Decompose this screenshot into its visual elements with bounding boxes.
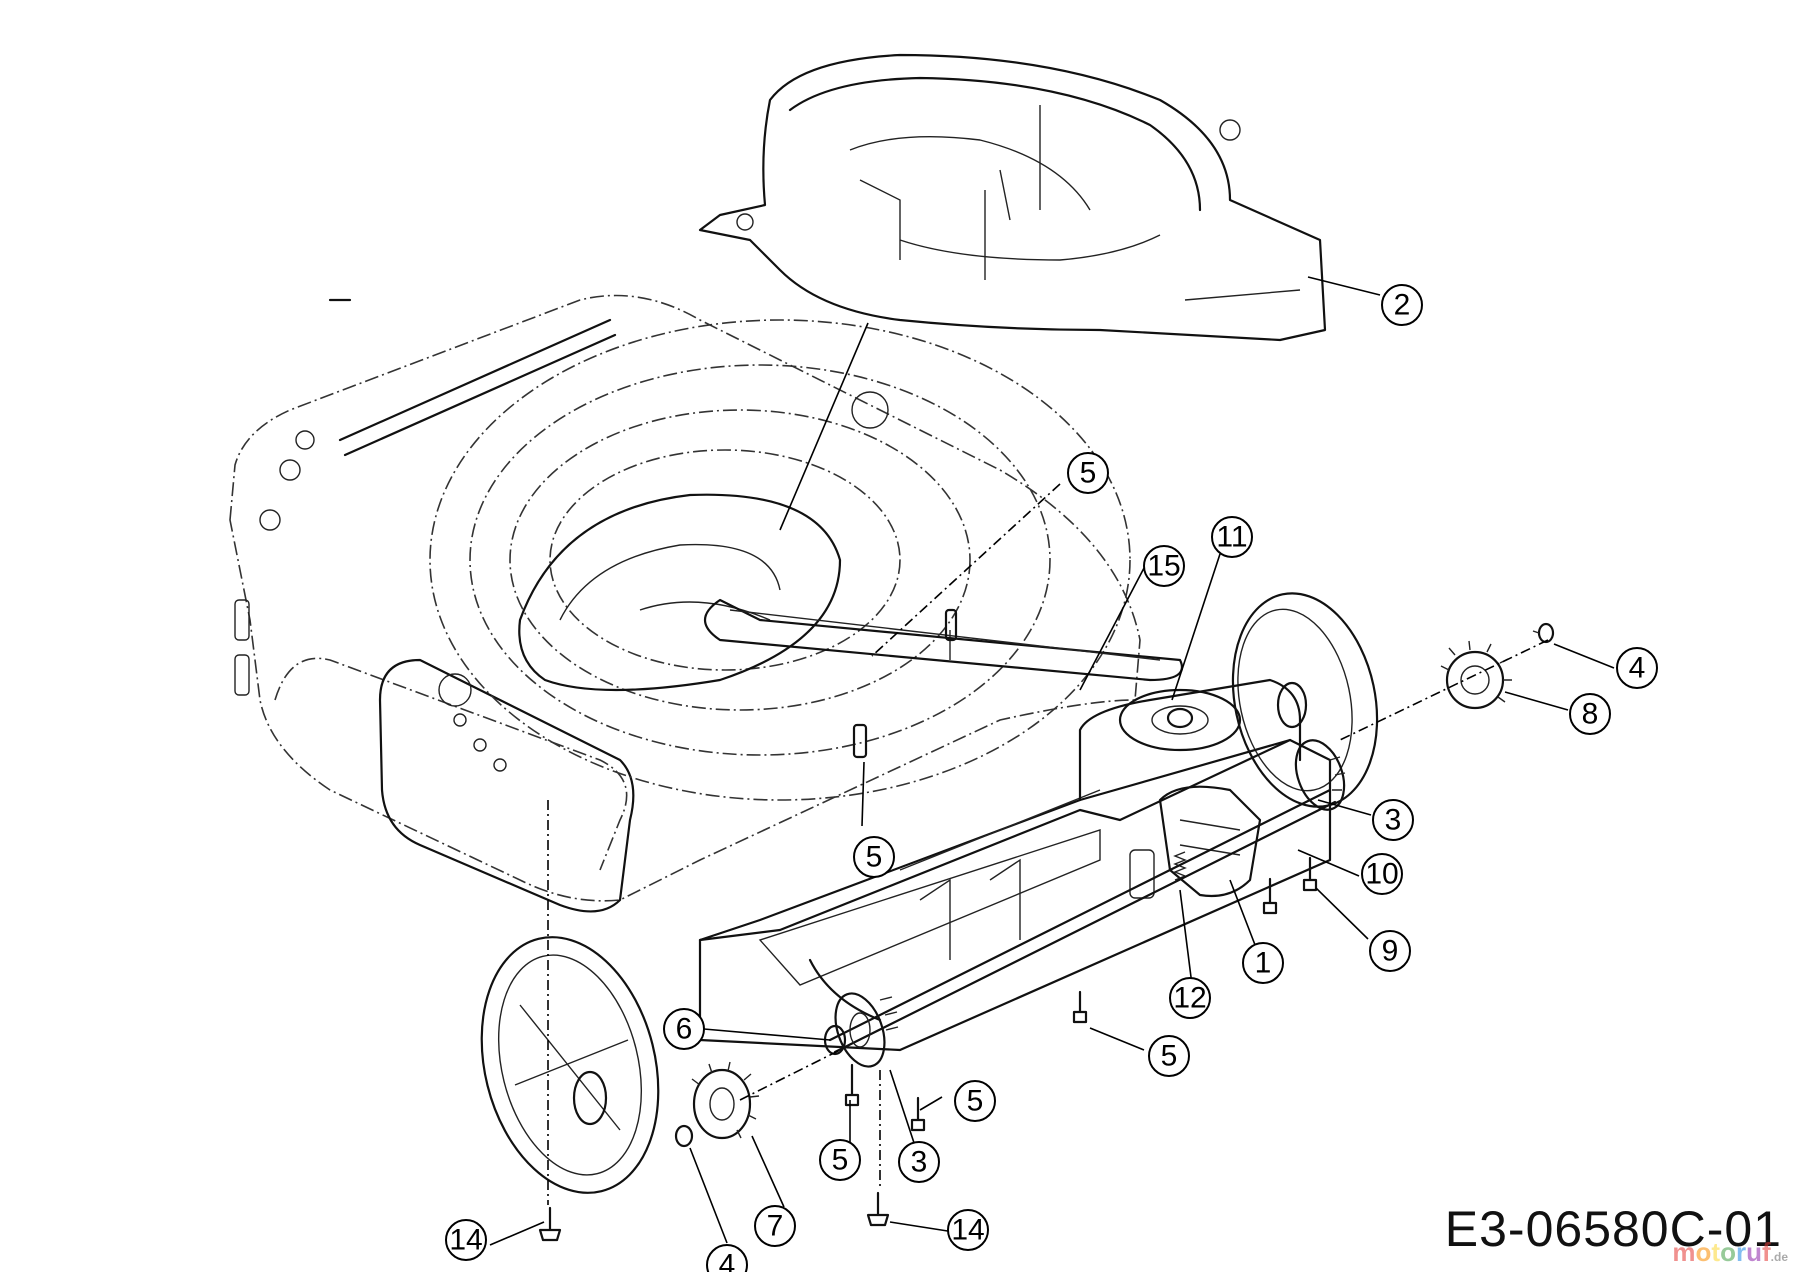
callout-screw-frame-right: 5: [1148, 1035, 1190, 1077]
svg-text:11: 11: [1216, 521, 1247, 554]
bearing-left: [823, 992, 899, 1068]
drawing-code: E3-06580C-01: [1444, 1201, 1782, 1257]
callout-wheel-cap-left: 4: [706, 1244, 748, 1272]
svg-text:1: 1: [1255, 947, 1272, 980]
leader-lines: [489, 276, 1615, 1246]
callout-bearing-left: 3: [898, 1141, 940, 1183]
rear-wheel-left: [480, 936, 660, 1194]
svg-text:3: 3: [1385, 804, 1402, 837]
svg-text:5: 5: [1080, 457, 1097, 490]
svg-text:5: 5: [866, 841, 883, 874]
rear-discharge-chute: [698, 53, 1327, 342]
watermark-logo: motoruf.de: [1672, 1237, 1788, 1267]
callout-bearing-right: 3: [1372, 799, 1414, 841]
callout-drive-frame: 10: [1361, 853, 1403, 895]
callout-screw-gearbox: 9: [1369, 930, 1411, 972]
svg-text:8: 8: [1582, 698, 1599, 731]
svg-text:5: 5: [832, 1144, 849, 1177]
svg-text:14: 14: [449, 1224, 482, 1257]
callout-screw-frame-left: 5: [819, 1139, 861, 1181]
wheel-cap-left: [674, 1124, 694, 1148]
callout-v-belt: 15: [1143, 545, 1185, 587]
svg-text:4: 4: [719, 1249, 736, 1272]
drive-frame: [698, 678, 1332, 1052]
callout-pinion-left: 7: [754, 1205, 796, 1247]
svg-text:10: 10: [1365, 858, 1398, 891]
callout-rivet-left: 14: [445, 1219, 487, 1261]
callouts: 1 2 3 3 4 4 5 5 5 5 5 6 7 8 9 10 11 12 1…: [445, 284, 1658, 1272]
mower-deck: [229, 294, 1141, 913]
axle: [828, 788, 1337, 1054]
pinion-left: [691, 1061, 760, 1140]
svg-text:9: 9: [1382, 935, 1399, 968]
callout-spring: 12: [1169, 977, 1211, 1019]
frame-screws: [844, 608, 1318, 1132]
svg-text:6: 6: [676, 1013, 693, 1046]
rear-wheel-right: [1231, 592, 1379, 808]
callout-screw-deck-upper: 5: [1067, 452, 1109, 494]
rivets: [538, 1191, 890, 1242]
callout-gearbox: 1: [1242, 942, 1284, 984]
wheel-cap-right: [1532, 622, 1555, 644]
callout-axle: 6: [663, 1008, 705, 1050]
svg-text:14: 14: [951, 1214, 984, 1247]
callout-pinion-right: 8: [1569, 693, 1611, 735]
callout-screw-deck-lower: 5: [853, 836, 895, 878]
svg-text:12: 12: [1173, 982, 1206, 1015]
svg-text:2: 2: [1394, 289, 1411, 322]
callout-belt-pulley: 11: [1211, 516, 1253, 558]
svg-text:15: 15: [1147, 550, 1180, 583]
bearing-right: [1294, 739, 1346, 811]
svg-text:4: 4: [1629, 652, 1646, 685]
pinion-right: [1440, 640, 1512, 710]
callout-rear-discharge-chute: 2: [1381, 284, 1423, 326]
svg-text:5: 5: [967, 1085, 984, 1118]
belt-pulley: [1118, 688, 1242, 752]
svg-text:3: 3: [911, 1146, 928, 1179]
callout-rivet-right: 14: [947, 1209, 989, 1251]
svg-text:7: 7: [767, 1210, 784, 1243]
callout-screw-frame-middle: 5: [954, 1080, 996, 1122]
callout-wheel-cap-right: 4: [1616, 647, 1658, 689]
svg-text:5: 5: [1161, 1040, 1178, 1073]
